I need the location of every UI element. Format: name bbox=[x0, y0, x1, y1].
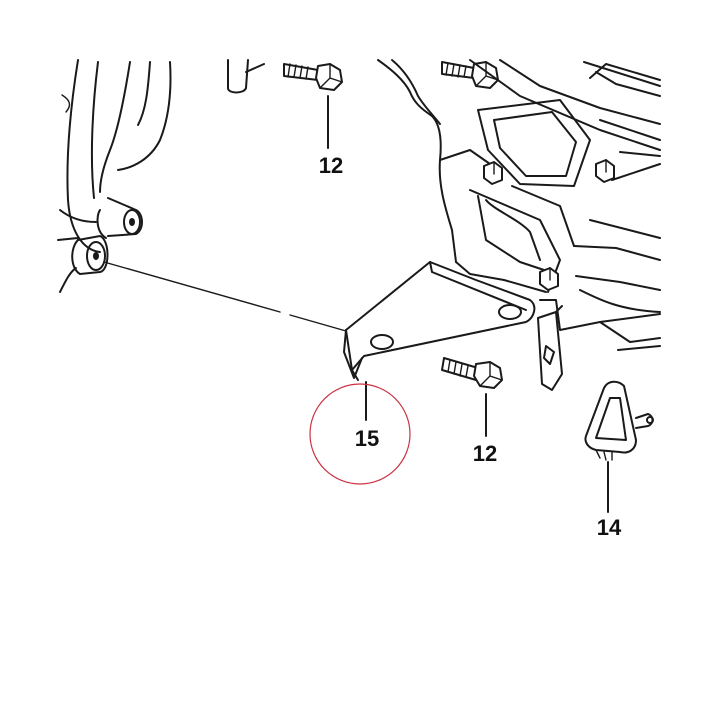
bracket-tab bbox=[537, 305, 563, 391]
housing-mount-lower bbox=[71, 235, 109, 275]
subframe-nut-3 bbox=[539, 267, 559, 291]
subframe-nut-1 bbox=[483, 161, 503, 185]
engine-housing bbox=[57, 59, 172, 293]
bolt-upper-right bbox=[441, 61, 499, 89]
callout-clip: 14 bbox=[596, 515, 622, 540]
highlight-circle bbox=[309, 383, 411, 485]
callout-bolt-upper: 12 bbox=[318, 153, 344, 178]
bolt-lower bbox=[441, 357, 503, 437]
retaining-clip bbox=[584, 380, 654, 513]
housing-mount-upper bbox=[96, 197, 143, 239]
small-mount-top bbox=[227, 59, 265, 94]
callout-bracket: 15 bbox=[354, 426, 380, 451]
subframe-nut-2 bbox=[595, 159, 615, 183]
alignment-line bbox=[103, 261, 347, 332]
bolt-upper-left bbox=[283, 63, 343, 149]
callout-bolt-lower: 12 bbox=[472, 441, 498, 466]
subframe bbox=[377, 59, 661, 351]
mount-bracket bbox=[343, 261, 536, 381]
